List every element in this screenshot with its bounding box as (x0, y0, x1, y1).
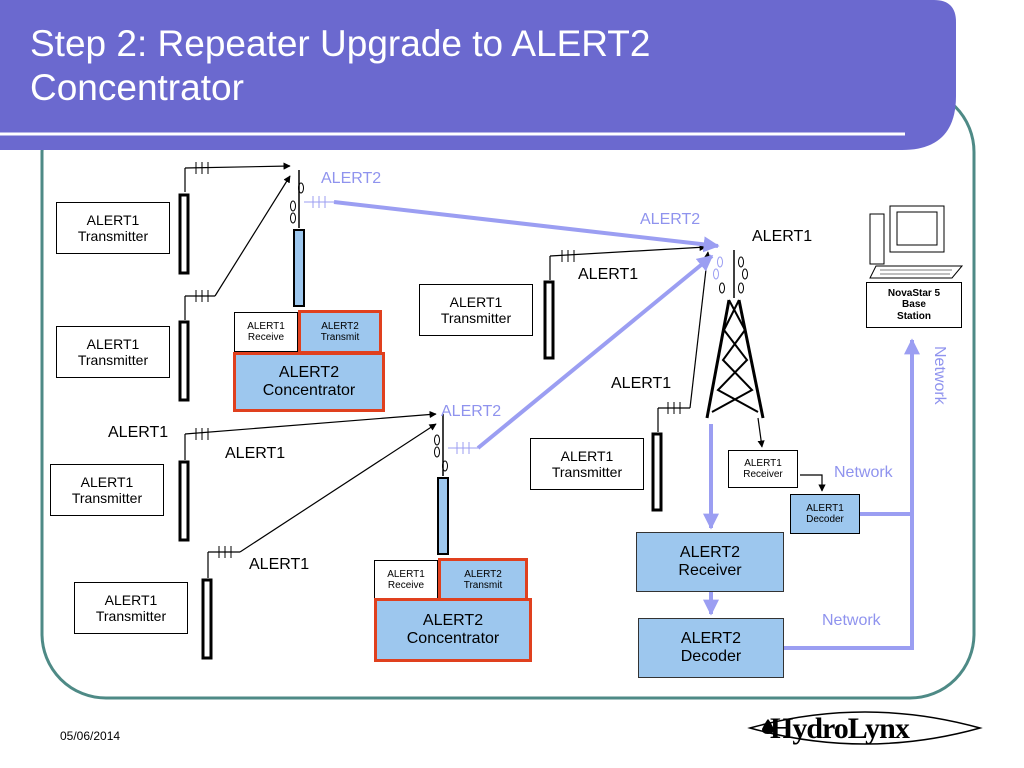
base-station-line1: NovaStar 5 (887, 287, 941, 299)
transmitter-mast-5 (543, 243, 707, 360)
alert2-receiver-line1: ALERT2 (679, 543, 741, 561)
slide-title-line2: Concentrator (30, 67, 244, 108)
alert1-receiver-line1: ALERT1 (744, 457, 782, 469)
slide-title-line1: Step 2: Repeater Upgrade to ALERT2 (30, 23, 651, 64)
transmit-1-line1: ALERT2 (321, 320, 359, 332)
transmitter-4-line1: ALERT1 (104, 591, 158, 608)
alert1-label-mast4: ALERT1 (249, 556, 310, 573)
transmitter-2-line1: ALERT1 (86, 335, 140, 352)
alert2-label-upper-left: ALERT2 (321, 170, 382, 187)
transmitter-3-line2: Transmitter (71, 490, 143, 506)
transmitter-1-line2: Transmitter (77, 228, 149, 244)
receive-2-line2: Receive (387, 580, 425, 591)
receive-2-line1: ALERT1 (387, 568, 425, 580)
transmitter-mast-1 (178, 162, 291, 275)
receive-1-line2: Receive (247, 332, 285, 343)
base-station-line2: Base (902, 299, 926, 311)
alert1-label-mast6: ALERT1 (611, 375, 672, 392)
transmitter-mast-4 (201, 423, 437, 660)
alert1-label-left: ALERT1 (108, 424, 169, 441)
base-station-line3: Station (897, 310, 931, 322)
computer-icon (869, 205, 964, 279)
transmitter-1-line1: ALERT1 (86, 211, 140, 228)
alert1-label-tower: ALERT1 (752, 228, 813, 245)
hydrolynx-logo: HydroLynx (742, 706, 980, 750)
slide-title: Step 2: Repeater Upgrade to ALERT2 Conce… (30, 22, 651, 110)
alert2-link-lower (476, 254, 714, 450)
transmit-1-line2: Transmit (320, 332, 360, 343)
network-label-lower: Network (822, 612, 881, 629)
concentrator-1-line1: ALERT2 (278, 363, 340, 381)
alert1-label-mast3: ALERT1 (225, 445, 286, 462)
transmitter-4-line2: Transmitter (95, 608, 167, 624)
logo-drop-icon (762, 719, 774, 734)
title-bar (0, 0, 956, 150)
slide-date: 05/06/2014 (60, 729, 121, 743)
transmitter-6-line2: Transmitter (551, 464, 623, 480)
transmitter-5-line1: ALERT1 (449, 293, 503, 310)
transmitter-2-line2: Transmitter (77, 352, 149, 368)
concentrator-2-line2: Concentrator (406, 630, 500, 647)
receiver-tower (705, 250, 765, 419)
tower-to-alert1-receiver (757, 417, 765, 448)
network-label-upper: Network (834, 464, 893, 481)
concentrator-mast-1 (290, 170, 334, 307)
alert2-receiver-line2: Receiver (678, 562, 742, 579)
alert1-decoder-line1: ALERT1 (806, 502, 844, 514)
transmitter-6-line1: ALERT1 (560, 447, 614, 464)
alert2-decoder-line2: Decoder (680, 648, 742, 665)
alert2-label-lower: ALERT2 (441, 403, 502, 420)
transmit-2-line2: Transmit (463, 580, 503, 591)
alert2-link-upper (333, 200, 720, 253)
transmitter-mast-6 (651, 251, 711, 512)
receive-1-line1: ALERT1 (247, 320, 285, 332)
network-label-vertical: Network (931, 346, 948, 405)
concentrator-1-line2: Concentrator (262, 382, 356, 399)
alert1-decoder-line2: Decoder (806, 514, 844, 525)
transmitter-5-line2: Transmitter (440, 310, 512, 326)
concentrator-mast-2 (434, 414, 478, 555)
transmitter-3-line1: ALERT1 (80, 473, 134, 490)
alert2-label-upper-right: ALERT2 (640, 211, 701, 228)
concentrator-2-line1: ALERT2 (422, 611, 484, 629)
alert1-receiver-line2: Receiver (743, 469, 783, 480)
alert1-label-mast5: ALERT1 (578, 266, 639, 283)
logo-text: HydroLynx (770, 712, 910, 745)
transmitter-mast-2 (178, 175, 291, 402)
transmitter-mast-3 (178, 410, 437, 542)
alert2-decoder-line1: ALERT2 (680, 629, 742, 647)
transmit-2-line1: ALERT2 (464, 568, 502, 580)
network-line-alert2 (784, 338, 920, 650)
logo-outline (747, 711, 983, 745)
alert1-receiver-to-decoder (800, 474, 826, 492)
